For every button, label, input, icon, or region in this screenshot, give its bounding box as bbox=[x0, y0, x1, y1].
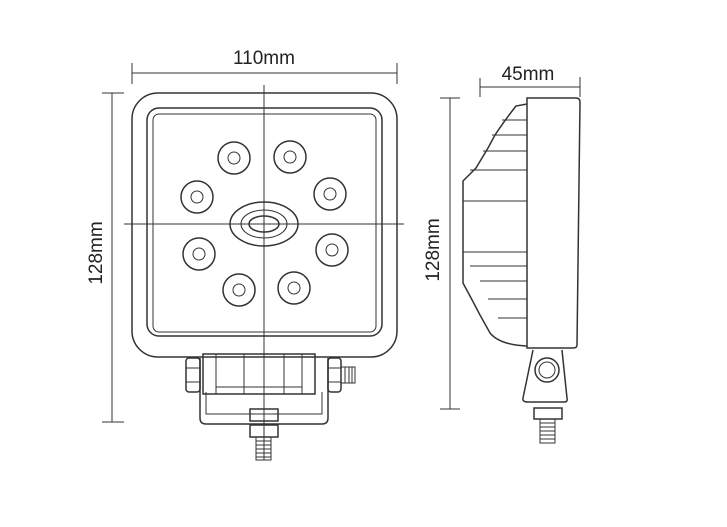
led bbox=[180, 180, 214, 214]
led-array bbox=[180, 140, 349, 307]
led bbox=[277, 271, 311, 305]
height-dimension-side: 128mm bbox=[423, 97, 460, 410]
height-label-side: 128mm bbox=[423, 218, 444, 281]
led bbox=[313, 177, 347, 211]
depth-label: 45mm bbox=[502, 64, 555, 85]
height-label-front: 128mm bbox=[86, 221, 107, 284]
width-dimension: 110mm bbox=[131, 48, 398, 84]
height-dimension-front: 128mm bbox=[86, 92, 124, 423]
led bbox=[222, 273, 256, 307]
depth-dimension: 45mm bbox=[479, 64, 581, 97]
led bbox=[182, 237, 216, 271]
front-view bbox=[124, 85, 404, 461]
width-label: 110mm bbox=[233, 48, 295, 69]
side-view bbox=[462, 97, 581, 444]
led bbox=[273, 140, 307, 174]
led bbox=[315, 233, 349, 267]
led bbox=[217, 141, 251, 175]
side-mount bbox=[522, 349, 568, 444]
mounting-bracket bbox=[185, 353, 356, 461]
